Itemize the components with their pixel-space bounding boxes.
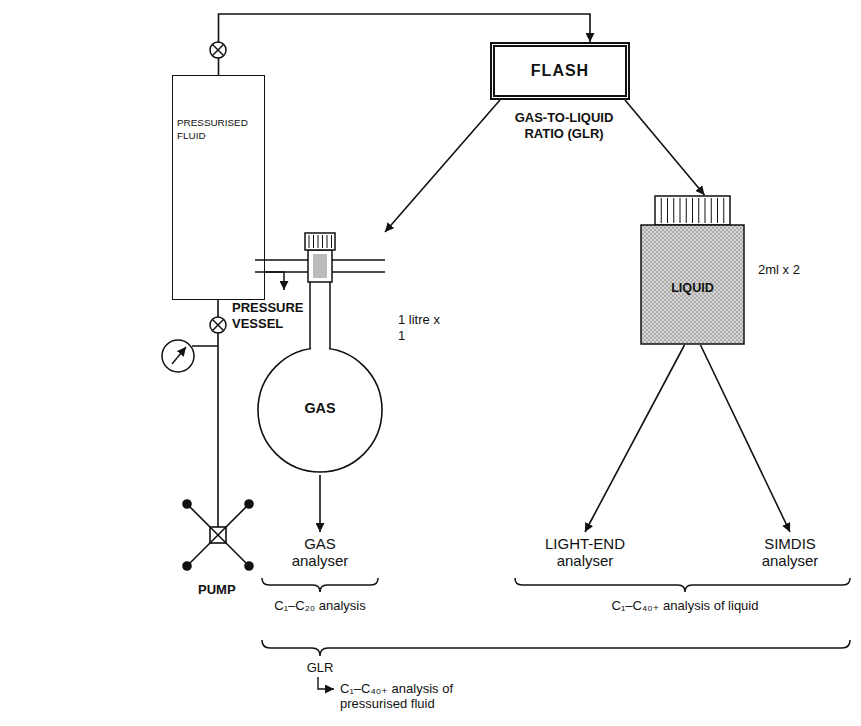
analysis-note: GLR: [300, 660, 340, 675]
gas-flask: GAS: [255, 232, 385, 475]
flow-arrow: [385, 100, 500, 232]
hook-arrow: [318, 677, 334, 689]
brace: [515, 578, 850, 592]
pipe-line: [217, 300, 219, 527]
flow-arrow: [585, 345, 685, 532]
analysis-note: C₁–C₄₀₊ analysis of pressurised fluid: [340, 681, 480, 711]
node-text: SIMDIS analyser: [738, 535, 842, 569]
brace: [262, 640, 850, 656]
size-note: 2ml x 2: [758, 262, 804, 278]
node-text: LIQUID: [640, 281, 745, 295]
node-text: GAS analyser: [282, 535, 358, 569]
analyser-label: GAS analyser: [282, 535, 358, 569]
flask-outline: [255, 232, 385, 475]
part-label: PUMP: [198, 582, 258, 597]
analysis-note: C₁–C₄₀₊ analysis of liquid: [610, 598, 760, 613]
flow-arrow: [701, 345, 791, 532]
size-note: 1 litre x 1: [398, 312, 450, 344]
node-text: PRESSURISED FLUID: [173, 76, 264, 142]
vial-outline: [640, 195, 745, 345]
pressure-vessel: PRESSURISED FLUID: [172, 75, 265, 300]
valve-symbol: [210, 317, 226, 333]
flow-label: GAS-TO-LIQUID RATIO (GLR): [506, 110, 622, 142]
analyser-label: SIMDIS analyser: [738, 535, 842, 569]
analysis-note: C₁–C₂₀ analysis: [250, 598, 390, 613]
flow-arrow: [319, 475, 321, 532]
pump-symbol: [183, 500, 253, 570]
liquid-vial: LIQUID: [640, 195, 745, 345]
valve-symbol: [210, 42, 226, 58]
flash-box: FLASH: [490, 42, 630, 100]
part-label: PRESSURE VESSEL: [232, 300, 322, 332]
node-text: LIGHT-END analyser: [530, 535, 640, 569]
node-text: FLASH: [531, 62, 589, 80]
brace: [262, 578, 378, 592]
pressure-gauge: [162, 340, 218, 372]
leader-line: [265, 272, 284, 290]
node-text: GAS: [255, 400, 385, 416]
flow-arrow: [625, 100, 705, 195]
analyser-label: LIGHT-END analyser: [530, 535, 640, 569]
